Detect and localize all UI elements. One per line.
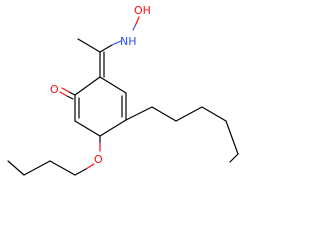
hexyl-bond	[229, 153, 239, 163]
c-n-bond	[99, 44, 113, 53]
hexyl-bond	[201, 106, 227, 122]
hydroxyl-label: OH	[134, 4, 151, 17]
carbonyl-bond	[61, 87, 70, 93]
ring-bond	[99, 76, 127, 94]
hexyl-bond	[225, 120, 239, 155]
ring-oxygen-label: O	[50, 83, 59, 96]
butyl-bond	[7, 160, 25, 176]
amine-label: NH	[120, 35, 137, 48]
ring-bond	[74, 120, 101, 137]
ring-bond	[99, 119, 127, 137]
carbonyl-bond	[59, 91, 68, 97]
ether-bond	[85, 163, 95, 170]
methyl-bond	[77, 38, 101, 53]
n-o-bond	[135, 16, 140, 25]
carbonyl-bond	[66, 95, 74, 100]
butyl-bond	[74, 168, 87, 176]
carbonyl-bond	[68, 91, 76, 96]
c-n-bond	[111, 40, 122, 46]
hexyl-bond	[151, 106, 177, 122]
butyl-bond	[49, 160, 76, 176]
hexyl-bond	[175, 106, 203, 122]
ether-oxygen-label: O	[94, 153, 103, 166]
butyl-bond	[23, 160, 51, 176]
ring-bond	[74, 76, 101, 96]
molecule-structure: OH NH O O	[7, 4, 239, 176]
hexyl-bond	[125, 106, 153, 121]
n-o-bond	[132, 23, 137, 31]
